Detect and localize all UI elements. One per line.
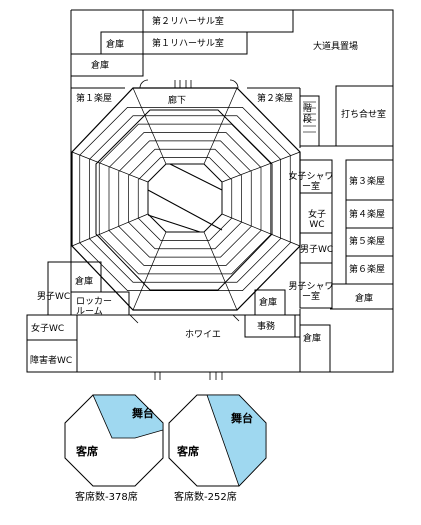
stage-area [147,163,223,233]
label-women-wc-left: 女子WC [31,324,65,334]
storage-top-left [70,53,144,77]
label-locker-room: ロッカールーム [76,297,113,317]
door-swing [174,80,192,88]
label-dressing-room-5: 第５楽屋 [349,237,386,247]
office-room [244,314,296,338]
hall-octagon [71,87,301,311]
label-foyer: ホワイエ [185,330,221,340]
seat-row [79,107,291,291]
aisle-line [132,231,167,311]
label-dressing-room-4: 第４楽屋 [349,210,386,220]
label-dressing-room-2: 第２楽屋 [257,94,294,104]
caption-252: 客席数-252席 [174,492,237,503]
building-outline [26,9,394,373]
aisle-line [203,231,238,311]
label-rehearsal-room-1: 第１リハーサル室 [152,39,224,49]
layout-378-diagram [64,394,164,487]
caption-378: 客席数-378席 [75,492,138,503]
hall-inner [95,109,273,291]
meeting-room [335,85,394,147]
label-seats-378: 客席 [76,445,98,458]
label-accessible-wc: 障害者WC [30,356,73,366]
storage-bottom-right [299,324,331,373]
seating-rows [71,87,301,311]
door-swing [229,79,239,89]
label-stage-378: 舞台 [132,407,154,420]
label-rehearsal-room-2: 第２リハーサル室 [152,17,224,27]
label-dressing-room-6: 第６楽屋 [349,265,386,275]
label-women-wc-right: 女子WC [307,210,326,230]
label-dressing-room-1: 第１楽屋 [76,94,113,104]
stairs-room [299,95,320,147]
seat-row [98,123,272,275]
aisle-line [221,151,301,183]
label-women-shower: 女子シャワー室 [288,172,334,192]
label-storage-left-mid: 倉庫 [75,277,94,287]
seat-row [128,148,242,250]
label-stage-252: 舞台 [231,412,253,425]
label-men-wc-right: 男子WC [300,245,334,255]
door-swing [129,314,240,324]
door-swing [154,372,223,380]
label-men-wc-left: 男子WC [37,292,71,302]
aisle-line [71,213,149,247]
label-office: 事務 [257,322,276,332]
aisle-line [132,87,167,165]
aisle-line [221,213,301,247]
aisle-line [71,151,149,183]
men-wc-left [47,261,72,316]
label-seats-252: 客席 [177,445,199,458]
label-corridor: 廊下 [168,96,187,106]
aisle-line [203,87,238,165]
locker-room [70,291,130,316]
layout-252-diagram [168,394,267,487]
label-storage-bottom-right: 倉庫 [303,334,322,344]
label-meeting-room: 打ち合せ室 [341,110,387,120]
label-storage-right: 倉庫 [355,294,374,304]
label-dressing-room-3: 第３楽屋 [349,177,386,187]
label-storage-top-left: 倉庫 [91,61,110,71]
label-stairs: 階段 [303,104,313,125]
seat-row [89,115,281,283]
label-men-shower: 男子シャワー室 [288,282,334,302]
stage-area-252 [206,394,267,487]
seat-row [108,132,262,266]
door-swing [139,79,149,89]
label-storage-top-small: 倉庫 [106,40,125,50]
label-storage-center: 倉庫 [259,298,278,308]
stage-area-378 [92,394,164,439]
label-prop-storage: 大道具置場 [313,42,359,52]
seat-row [137,157,233,241]
seat-row [118,140,252,258]
